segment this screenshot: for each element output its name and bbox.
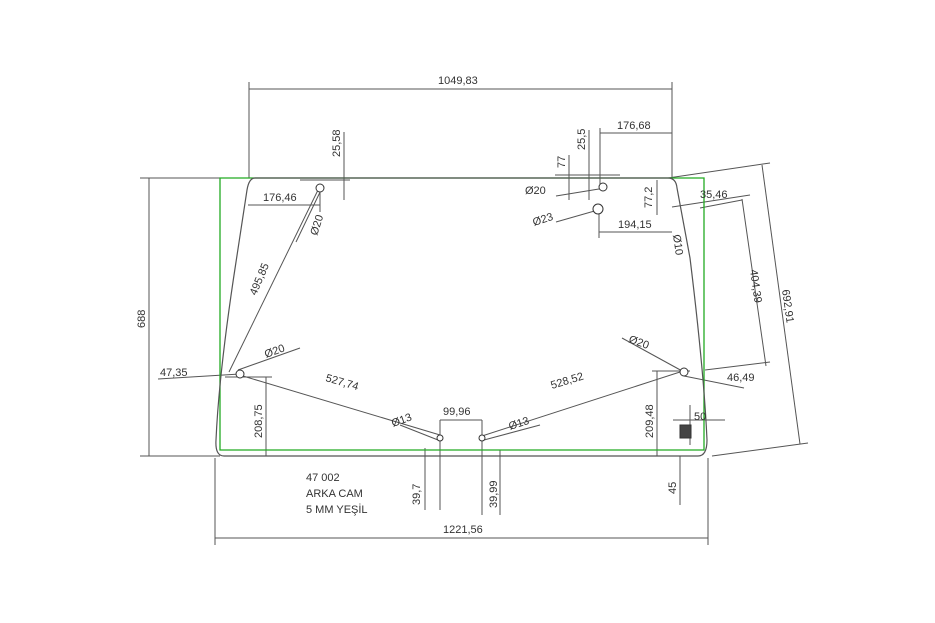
dim-527-74: 527,74	[324, 372, 360, 393]
dim-47-35: 47,35	[160, 367, 188, 379]
dim-39-7: 39,7	[411, 484, 423, 505]
dim-height-right: 692,91	[779, 289, 796, 324]
dim-25-5: 25,5	[576, 129, 588, 150]
dim-176-68: 176,68	[617, 120, 651, 132]
dim-528-52: 528,52	[549, 371, 585, 392]
dim-176-46: 176,46	[263, 192, 297, 204]
dim-45: 45	[667, 482, 679, 494]
dim-hole-tr2: Ø23	[531, 211, 554, 229]
dim-77-2: 77,2	[643, 187, 655, 208]
dim-404-39: 404,39	[747, 269, 764, 304]
dim-hole-ml: Ø20	[263, 342, 287, 360]
dimension-labels: 1049,83 1221,56 688 692,91 25,58 176,46 …	[136, 75, 796, 536]
dim-99-96: 99,96	[443, 406, 471, 418]
dim-209-48: 209,48	[644, 404, 656, 438]
hole-bottom-right	[478, 434, 486, 442]
hole-bottom-left	[436, 434, 444, 442]
hole-top-right-1	[598, 182, 608, 192]
dim-hole-tr1: Ø20	[525, 185, 546, 197]
dim-top-width: 1049,83	[438, 75, 478, 87]
dim-50: 50	[694, 411, 706, 423]
glass-outline	[215, 177, 708, 457]
dim-77: 77	[556, 156, 568, 168]
slot-bottom-right	[679, 424, 692, 439]
dim-208-75: 208,75	[253, 404, 265, 438]
dim-bottom-width: 1221,56	[443, 524, 483, 536]
dim-46-49: 46,49	[727, 372, 755, 384]
hole-top-left	[315, 183, 325, 193]
dimension-lines	[140, 82, 809, 545]
dim-39-99: 39,99	[488, 480, 500, 508]
dim-hole-mr: Ø20	[627, 334, 651, 352]
hole-mid-right	[679, 367, 689, 377]
part-notes: 47 002 ARKA CAM 5 MM YEŞİL	[306, 470, 368, 518]
dim-height-left: 688	[136, 310, 148, 328]
hole-mid-left	[235, 369, 245, 379]
dim-25-58: 25,58	[331, 129, 343, 157]
dim-hole-r10: Ø10	[670, 234, 685, 256]
dim-hole-br: Ø13	[507, 415, 530, 433]
dim-194-15: 194,15	[618, 219, 652, 231]
dim-hole-tl: Ø20	[308, 213, 326, 236]
hole-top-right-2	[592, 203, 604, 215]
part-number: 47 002	[306, 472, 340, 484]
holes	[235, 182, 692, 442]
dim-35-46: 35,46	[700, 189, 728, 201]
dim-hole-bl: Ø13	[390, 411, 414, 429]
part-name: ARKA CAM	[306, 488, 363, 500]
part-spec: 5 MM YEŞİL	[306, 504, 368, 516]
